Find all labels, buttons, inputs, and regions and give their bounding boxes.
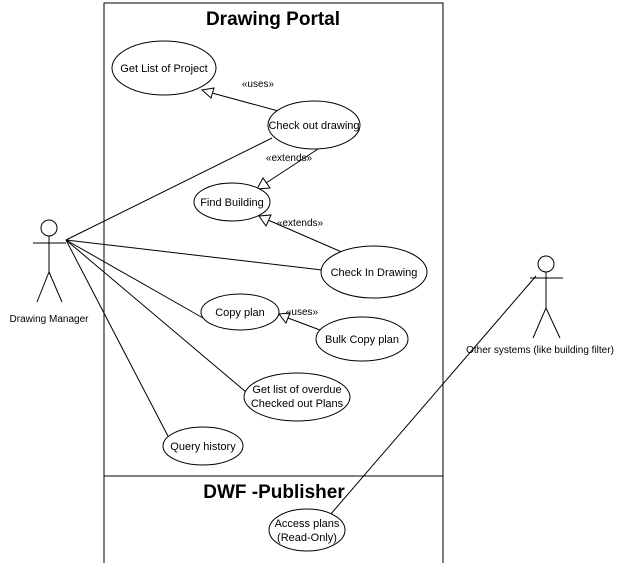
- uses-arrow-line: [211, 92, 283, 113]
- uses-arrow-head: [200, 87, 215, 99]
- drawing-portal-title: Drawing Portal: [206, 9, 340, 30]
- dwf-publisher-boundary: [103, 475, 444, 563]
- assoc-overdue: [65, 239, 247, 393]
- extends-arrow-head-2: [258, 214, 272, 228]
- use-case-bulk-copy-plan[interactable]: Bulk Copy plan: [315, 316, 409, 362]
- assoc-check-in: [65, 239, 323, 271]
- use-case-label: Check In Drawing: [331, 267, 418, 279]
- use-case-get-list-of-project[interactable]: Get List of Project: [111, 40, 217, 96]
- use-case-label-line2: Checked out Plans: [251, 398, 344, 410]
- assoc-check-out: [65, 137, 273, 241]
- use-case-check-in-drawing[interactable]: Check In Drawing: [320, 245, 428, 299]
- use-case-access-plans[interactable]: Access plans (Read-Only): [268, 508, 346, 552]
- assoc-access-plans: [329, 275, 537, 516]
- use-case-label-line1: Access plans: [275, 518, 340, 530]
- actor-other-systems-figure[interactable]: [530, 255, 563, 339]
- use-case-label: Get List of Project: [120, 63, 207, 75]
- use-case-label: Check out drawing: [268, 120, 359, 132]
- extends-arrow-line-2: [267, 219, 345, 254]
- use-case-query-history[interactable]: Query history: [162, 426, 244, 466]
- use-case-copy-plan[interactable]: Copy plan: [200, 293, 280, 331]
- uses-arrow-line-2: [287, 317, 321, 331]
- use-case-label-line2: (Read-Only): [277, 532, 337, 544]
- use-case-overdue-plans[interactable]: Get list of overdue Checked out Plans: [243, 372, 351, 422]
- assoc-query-history: [65, 239, 171, 441]
- dependency-arrows: [200, 87, 345, 331]
- use-case-label: Copy plan: [215, 307, 265, 319]
- actor-other-systems-label: Other systems (like building filter): [466, 345, 614, 356]
- use-case-label: Find Building: [200, 197, 264, 209]
- use-case-label: Bulk Copy plan: [325, 334, 399, 346]
- actor-drawing-manager-figure[interactable]: [33, 219, 66, 303]
- use-case-find-building[interactable]: Find Building: [193, 182, 271, 222]
- extends-arrow-head-1: [256, 177, 271, 190]
- dwf-publisher-title: DWF -Publisher: [203, 482, 345, 503]
- manager-associations: [65, 137, 323, 441]
- uses-arrow-head-2: [278, 312, 291, 324]
- uses-label-1: «uses»: [242, 79, 275, 90]
- actor-drawing-manager-label: Drawing Manager: [10, 314, 90, 325]
- uses-label-2: «uses»: [286, 307, 319, 318]
- use-case-label: Query history: [170, 441, 236, 453]
- extends-label-1: «extends»: [266, 153, 313, 164]
- extends-label-2: «extends»: [277, 218, 324, 229]
- use-case-label-line1: Get list of overdue: [252, 384, 341, 396]
- extends-arrow-line-1: [265, 148, 319, 184]
- use-case-check-out-drawing[interactable]: Check out drawing: [267, 100, 361, 150]
- assoc-copy-plan: [65, 239, 204, 319]
